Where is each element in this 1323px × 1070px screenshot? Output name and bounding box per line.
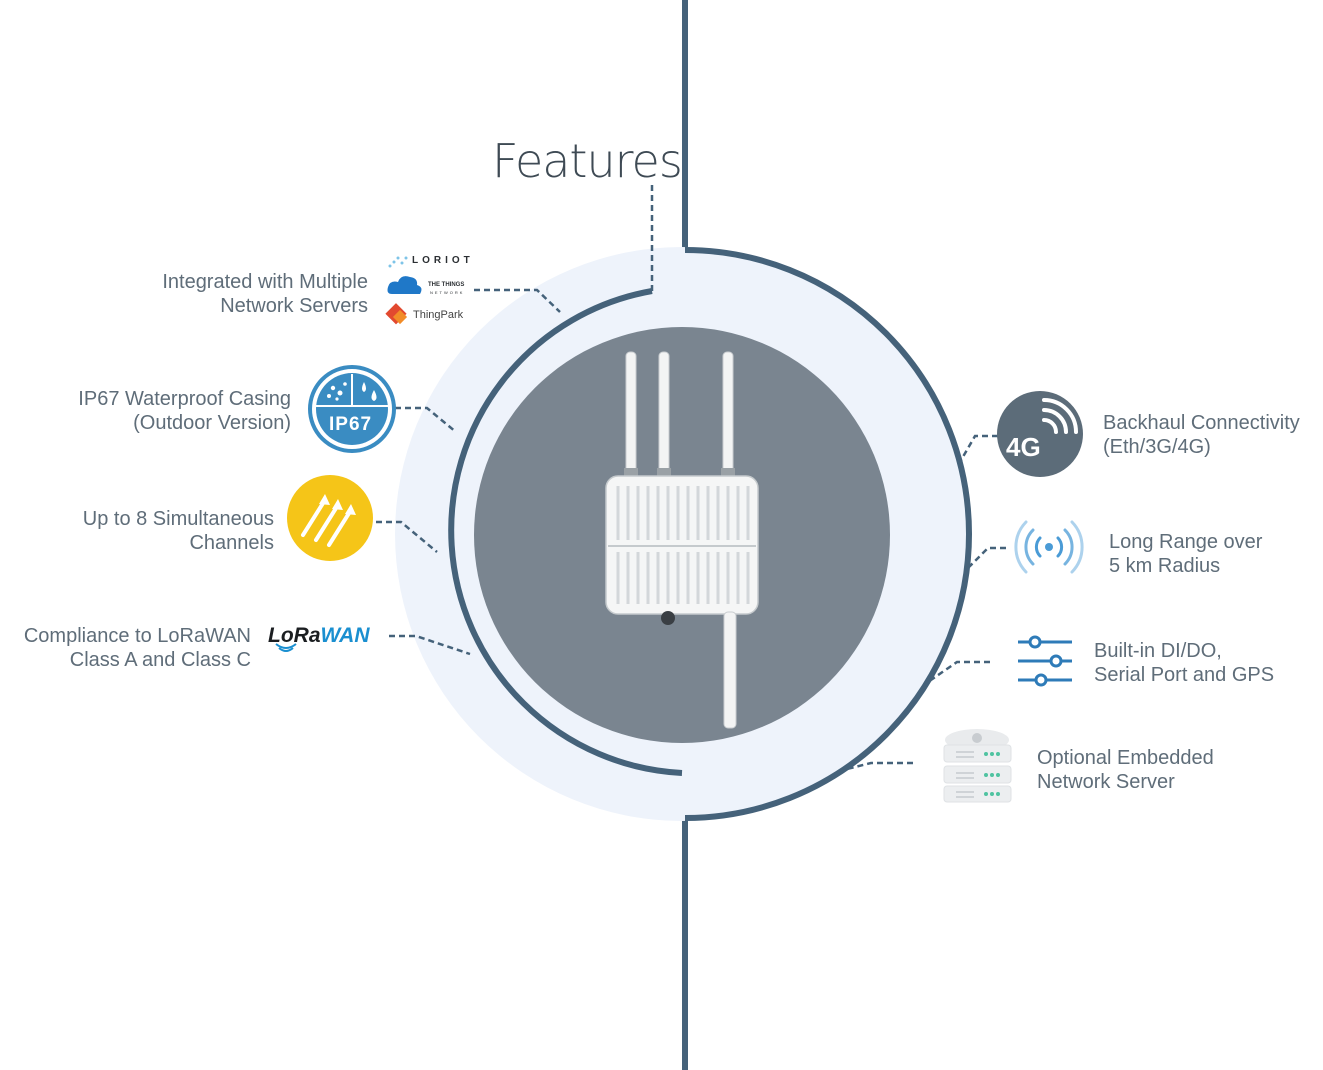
feature-embedded-server-line1: Optional Embedded (1037, 747, 1214, 769)
ring-arc-right (684, 247, 972, 821)
feature-lorawan-line1: Compliance to LoRaWAN (23, 625, 251, 647)
connector-embedded-server (842, 761, 913, 772)
4g-logo-text: 4G (1006, 432, 1041, 462)
lorawan-logo-lora: LoRa (268, 624, 321, 647)
connector-backhaul (958, 434, 998, 463)
lorawan-logo-icon (275, 643, 297, 652)
feature-network-servers: Integrated with Multiple Network Servers (162, 270, 368, 318)
connector-lorawan (389, 634, 471, 656)
feature-dido: Built-in DI/DO, Serial Port and GPS (1094, 639, 1274, 687)
gateway-device-image (605, 351, 759, 729)
feature-ip67-line2: (Outdoor Version) (133, 412, 291, 434)
feature-lorawan-line2: Class A and Class C (69, 649, 251, 671)
connector-ip67 (395, 406, 457, 433)
feature-lorawan: Compliance to LoRaWAN Class A and Class … (24, 624, 251, 672)
feature-long-range: Long Range over 5 km Radius (1109, 530, 1262, 578)
server-stack-icon (943, 729, 1012, 803)
feature-long-range-line2: 5 km Radius (1109, 555, 1221, 577)
network-server-logos-icon (385, 256, 422, 325)
feature-dido-line2: Serial Port and GPS (1094, 664, 1275, 686)
feature-ip67: IP67 Waterproof Casing (Outdoor Version) (78, 387, 291, 435)
feature-backhaul-line1: Backhaul Connectivity (1103, 412, 1300, 434)
thingpark-logo-text: ThingPark (413, 309, 464, 321)
lorawan-logo-text: LoRaWAN (268, 624, 370, 648)
sliders-icon (1018, 635, 1072, 687)
lorawan-logo-wan: WAN (320, 624, 370, 647)
feature-backhaul-line2: (Eth/3G/4G) (1103, 436, 1211, 458)
feature-embedded-server: Optional Embedded Network Server (1037, 746, 1214, 794)
feature-channels: Up to 8 Simultaneous Channels (83, 507, 274, 555)
loriot-logo-text: LORIOT (412, 255, 474, 266)
ip67-icon (308, 365, 396, 453)
connector-long-range (965, 546, 1006, 571)
feature-channels-line1: Up to 8 Simultaneous (82, 508, 274, 530)
feature-dido-line1: Built-in DI/DO, (1094, 640, 1222, 662)
feature-channels-line2: Channels (189, 532, 274, 554)
radio-waves-icon (1014, 520, 1084, 574)
feature-backhaul: Backhaul Connectivity (Eth/3G/4G) (1103, 411, 1300, 459)
ttn-logo-text-line2: NETWORK (430, 290, 465, 295)
feature-embedded-server-line2: Network Server (1037, 771, 1175, 793)
feature-long-range-line1: Long Range over (1109, 531, 1263, 553)
channels-arrows-icon (287, 475, 373, 561)
ip67-logo-text: IP67 (329, 414, 373, 435)
connector-dido (927, 660, 990, 684)
4g-signal-icon (997, 391, 1083, 477)
ring-arc-left (448, 288, 683, 776)
connector-network-servers (474, 288, 561, 313)
connector-channels (376, 520, 438, 553)
ttn-logo-text-line1: THE THINGS (428, 282, 465, 288)
feature-ip67-line1: IP67 Waterproof Casing (78, 388, 291, 410)
feature-network-servers-line2: Network Servers (220, 295, 368, 317)
feature-network-servers-line1: Integrated with Multiple (162, 271, 368, 293)
features-title: Features (492, 134, 683, 188)
